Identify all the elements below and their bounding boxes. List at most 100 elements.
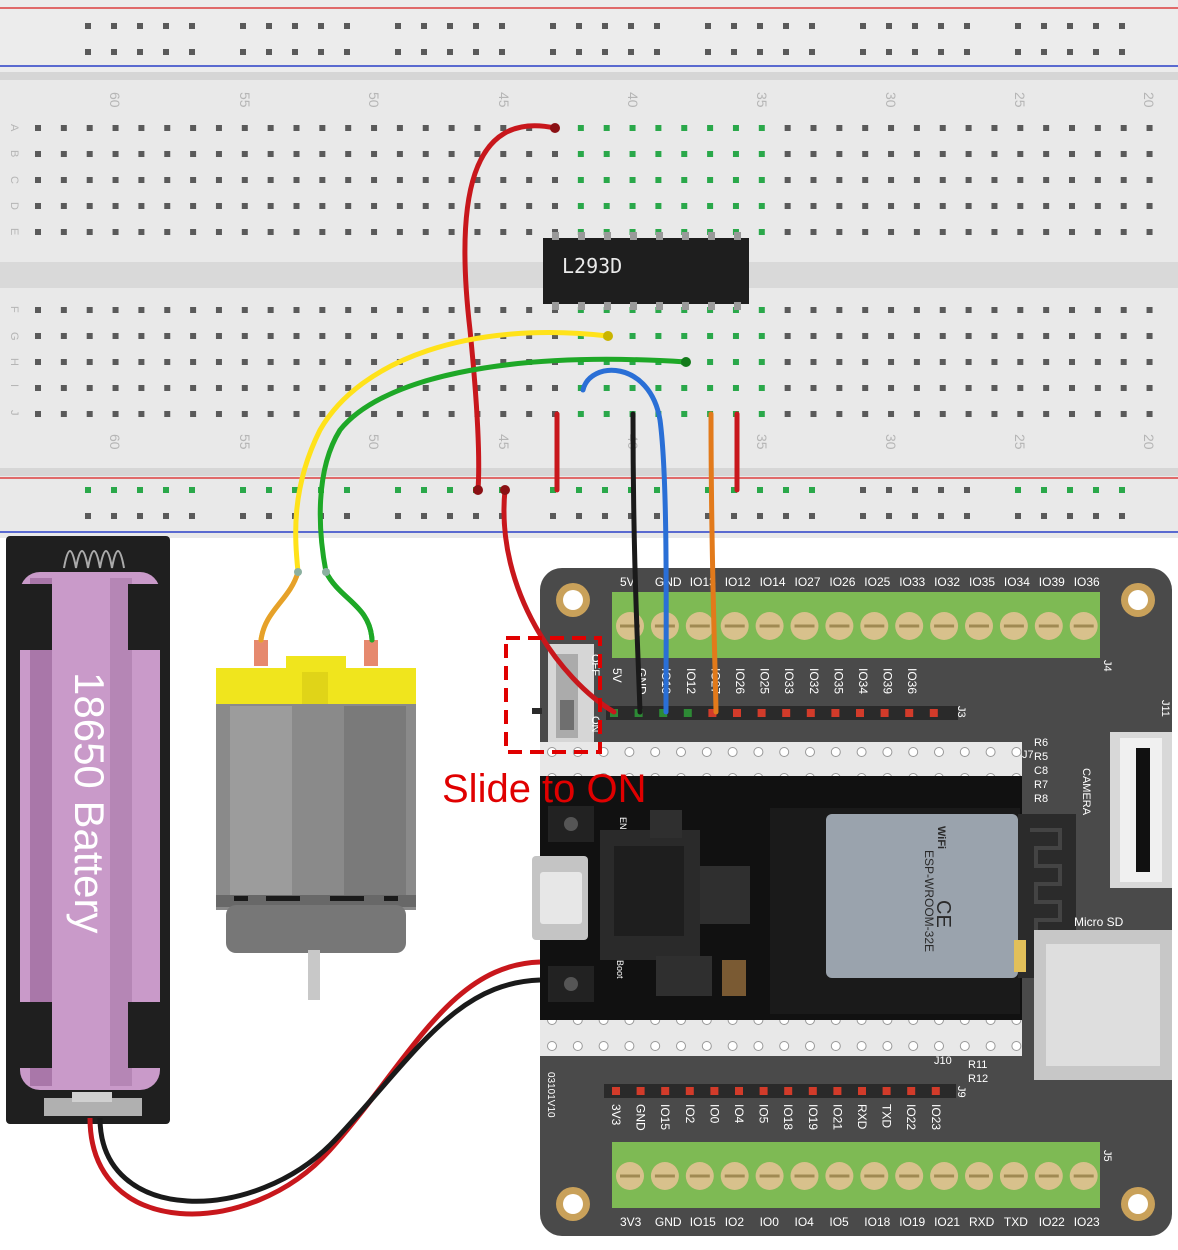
header-pin [931, 1087, 940, 1095]
header-hole [624, 1041, 635, 1051]
rail-hole [499, 23, 505, 29]
header-label: IO23 [929, 1104, 943, 1130]
breadboard-hole [396, 151, 403, 157]
header-hole [908, 747, 919, 757]
breadboard-hole [810, 411, 817, 417]
rail-hole [499, 49, 505, 55]
breadboard-hole [60, 333, 67, 339]
header-hole [882, 1041, 893, 1051]
breadboard-hole [888, 307, 895, 313]
breadboard-hole [836, 229, 843, 235]
header-hole [830, 1041, 841, 1051]
breadboard-hole [1146, 385, 1153, 391]
breadboard-hole [293, 333, 300, 339]
rail-hole [938, 513, 944, 519]
breadboard-hole [655, 333, 662, 339]
rail-hole [886, 49, 892, 55]
breadboard-hole [215, 177, 222, 183]
rail-hole [447, 49, 453, 55]
breadboard-hole [965, 411, 972, 417]
breadboard-hole [112, 229, 119, 235]
breadboard-hole [784, 333, 791, 339]
header-hole [701, 1041, 712, 1051]
breadboard-hole [732, 151, 739, 157]
breadboard-hole [758, 359, 765, 365]
breadboard-hole [1069, 411, 1075, 417]
header-hole [959, 1041, 970, 1051]
terminal-label: IO19 [899, 1215, 925, 1229]
header-pin [612, 1087, 620, 1095]
rail-hole [163, 49, 169, 55]
rail-hole [85, 23, 91, 29]
breadboard-hole [448, 385, 455, 391]
l293d-chip: L293D [543, 232, 749, 310]
breadboard-hole [164, 229, 171, 235]
breadboard-hole [965, 385, 972, 391]
column-number: 50 [366, 434, 382, 450]
breadboard-hole [345, 385, 352, 391]
breadboard-hole [35, 359, 41, 365]
breadboard-hole [629, 125, 636, 131]
rail-hole [163, 487, 169, 493]
breadboard-hole [241, 333, 248, 339]
breadboard-hole [267, 125, 274, 131]
breadboard-hole [1094, 333, 1101, 339]
breadboard-hole [60, 229, 67, 235]
breadboard-hole [190, 385, 197, 391]
breadboard-hole [707, 203, 714, 209]
breadboard-hole [319, 307, 326, 313]
breadboard-hole [707, 125, 714, 131]
rail-hole [111, 49, 117, 55]
rail-hole [292, 23, 298, 29]
breadboard-hole [396, 411, 403, 417]
rail-hole [266, 23, 272, 29]
breadboard-hole [862, 359, 869, 365]
column-number: 25 [1012, 92, 1028, 108]
breadboard-hole [1146, 151, 1153, 157]
breadboard-hole [629, 177, 636, 183]
breadboard-hole [1043, 385, 1050, 391]
header-hole [572, 1041, 583, 1051]
breadboard-hole [862, 411, 869, 417]
breadboard-hole [60, 203, 67, 209]
header-strip [604, 1084, 956, 1098]
header-pin [757, 709, 766, 717]
breadboard-hole [345, 203, 352, 209]
breadboard-hole [836, 151, 843, 157]
header-hole [805, 747, 815, 757]
breadboard-hole [939, 229, 946, 235]
breadboard-hole [448, 125, 455, 131]
rail-hole [137, 49, 143, 55]
breadboard-hole [422, 307, 429, 313]
rail-hole [654, 487, 660, 493]
breadboard-hole [1043, 411, 1050, 417]
rail-hole [628, 513, 634, 519]
rail-hole [783, 513, 789, 519]
breadboard-hole [1043, 333, 1050, 339]
rail-hole [602, 49, 608, 55]
rail-hole [628, 487, 634, 493]
terminal-label: IO25 [864, 575, 890, 589]
breadboard-hole [500, 177, 507, 183]
breadboard-hole [345, 333, 352, 339]
rail-hole [447, 487, 453, 493]
rail-hole [240, 49, 246, 55]
rail-hole [964, 23, 970, 29]
breadboard-hole [784, 203, 791, 209]
breadboard-hole [1146, 229, 1153, 235]
breadboard-hole [913, 411, 920, 417]
header-hole [908, 1041, 919, 1051]
column-number: 30 [883, 434, 899, 450]
breadboard-hole [474, 177, 481, 183]
breadboard-hole [241, 359, 248, 365]
breadboard-hole [526, 177, 533, 183]
rail-hole [1015, 23, 1021, 29]
breadboard-hole [1017, 125, 1024, 131]
rail-hole [85, 49, 91, 55]
breadboard-hole [1094, 307, 1101, 313]
header-hole [598, 1041, 609, 1051]
header-pin [907, 1087, 916, 1095]
row-letters-top: A B C D E [8, 124, 20, 235]
breadboard-hole [112, 151, 119, 157]
